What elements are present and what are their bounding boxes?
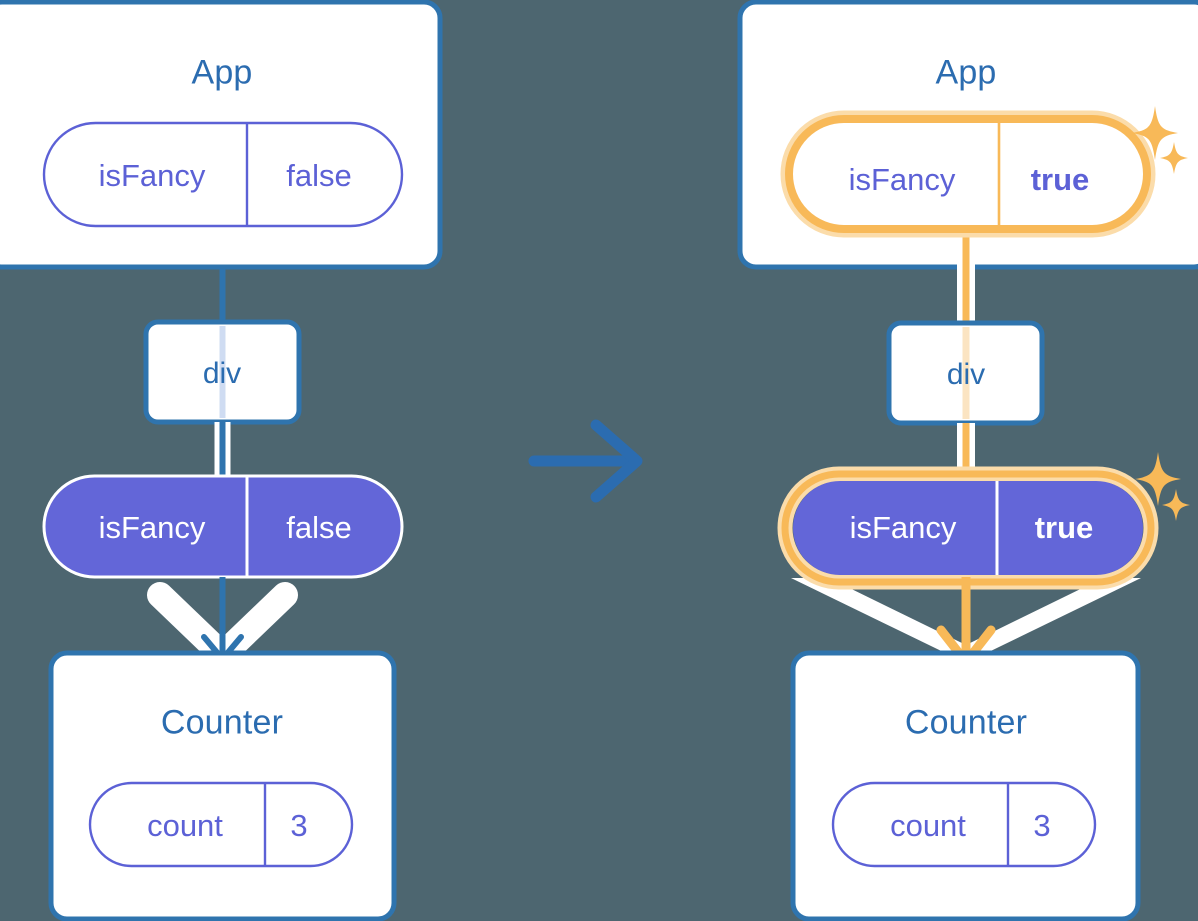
panel-before: [0, 0, 443, 921]
sparkle-large-icon: [1132, 106, 1178, 160]
sparkle-large-icon: [1135, 452, 1181, 506]
sparkle-small-icon: [1162, 489, 1190, 521]
panel-after: [737, 0, 1198, 921]
app-pill-after: [780, 110, 1156, 238]
counter-pill-shape-after: [831, 781, 1097, 868]
props-pill-shape-before: [42, 474, 404, 579]
sparkles-props-after: [1135, 452, 1190, 521]
counter-pill-before: [88, 781, 354, 868]
props-pill-before: [42, 474, 404, 579]
app-pill-shape-before: [42, 121, 404, 228]
sparkle-small-icon: [1160, 142, 1188, 174]
sparkles-app-after: [1132, 106, 1188, 174]
props-pill-shape-after: [793, 481, 1143, 575]
counter-pill-after: [831, 781, 1097, 868]
app-pill-before: [42, 121, 404, 228]
counter-pill-shape-before: [88, 781, 354, 868]
app-pill-shape-after: [785, 115, 1151, 233]
props-pill-after: [777, 466, 1159, 590]
transition-arrow-icon: [528, 419, 643, 503]
